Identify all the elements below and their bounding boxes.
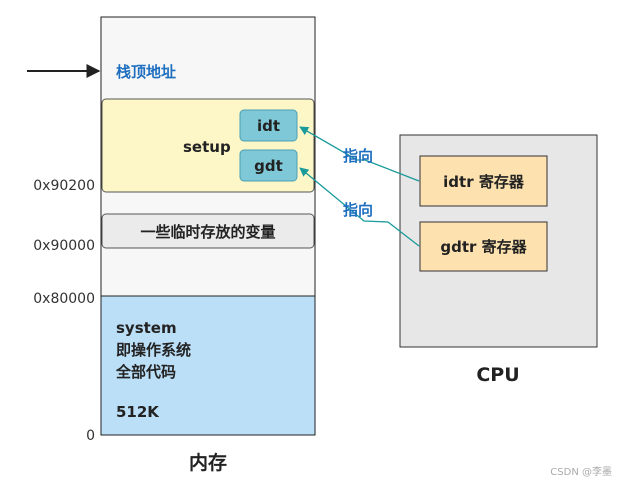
idt-register xyxy=(239,109,298,142)
address-label: 0 xyxy=(86,428,95,444)
gdtr-register xyxy=(419,221,548,272)
gdt-label: gdt xyxy=(254,157,283,175)
system-line-2: 即操作系统 xyxy=(116,341,191,359)
gdt-register xyxy=(239,149,298,182)
gdtr-label: gdtr 寄存器 xyxy=(440,238,527,256)
memory-title: 内存 xyxy=(189,451,227,474)
idt-label: idt xyxy=(257,117,280,135)
address-label: 0x90000 xyxy=(33,238,95,254)
idtr-label: idtr 寄存器 xyxy=(443,173,525,191)
temp-vars-block xyxy=(101,213,315,249)
system-size: 512K xyxy=(116,403,160,421)
stack-top-label: 栈顶地址 xyxy=(116,63,176,81)
gdtr-pointer-arrow xyxy=(299,167,420,247)
address-label: 0x90200 xyxy=(33,178,95,194)
temp-vars-label: 一些临时存放的变量 xyxy=(140,223,275,241)
address-label: 0x80000 xyxy=(33,291,95,307)
system-block xyxy=(100,295,316,436)
pointer-label: 指向 xyxy=(343,147,373,165)
pointer-label: 指向 xyxy=(343,201,373,219)
idtr-pointer-arrow xyxy=(299,126,420,182)
system-line-3: 全部代码 xyxy=(115,363,176,381)
idtr-register xyxy=(419,155,548,207)
system-line-1: system xyxy=(116,319,177,337)
cpu-title: CPU xyxy=(476,364,519,386)
setup-label: setup xyxy=(183,138,231,156)
watermark: CSDN @李墨 xyxy=(550,465,612,478)
